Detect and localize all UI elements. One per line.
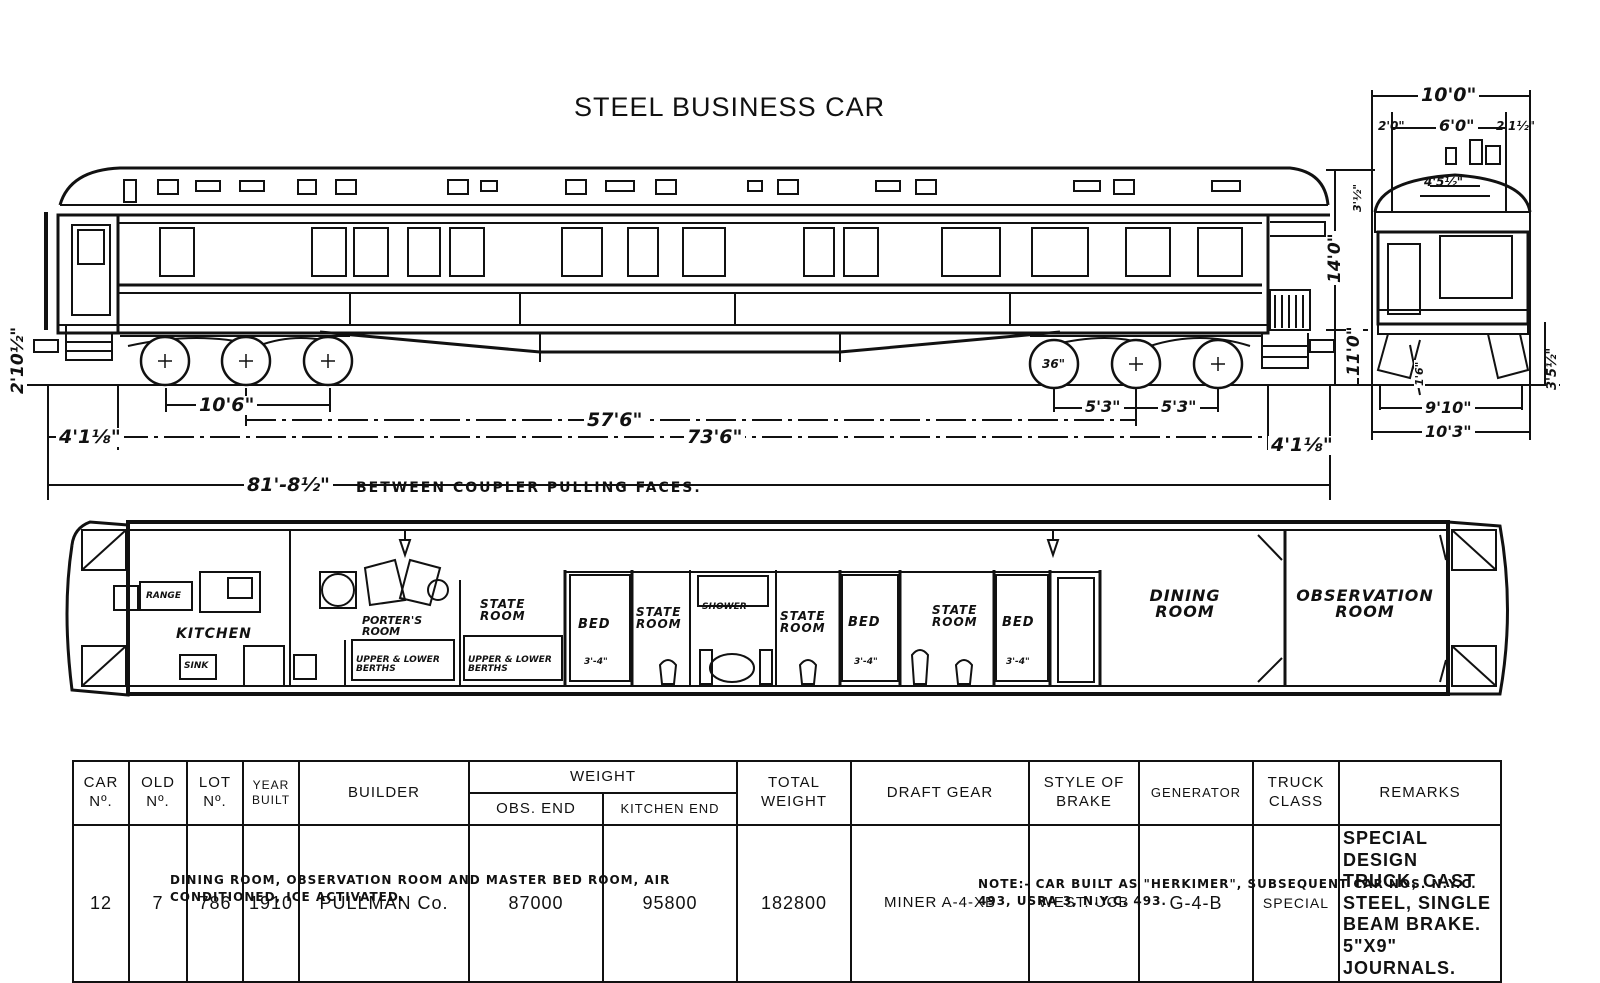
dim-height-roof: 14'0" — [1325, 231, 1345, 285]
th-generator: GENERATOR — [1138, 760, 1254, 826]
end-elevation — [1371, 90, 1546, 440]
td-car-no: 12 — [72, 823, 130, 983]
th-car-no: CAR Nº. — [72, 760, 130, 826]
label-state-room-1: STATE ROOM — [480, 597, 526, 623]
dim-end-left: 4'1⅛" — [56, 428, 124, 447]
th-obs-end: OBS. END — [468, 792, 604, 826]
dim-end-width-a: 2'0" — [1378, 119, 1405, 133]
label-kitchen: KITCHEN — [176, 626, 252, 642]
dim-end-right: 4'1⅛" — [1268, 436, 1336, 455]
dim-truck-wheelbase: 10'6" — [196, 396, 258, 415]
label-state-room-2: STATE ROOM — [636, 605, 682, 631]
dim-end-width-c: 9'10" — [1422, 400, 1475, 416]
label-bed-2: BED — [848, 615, 881, 630]
label-sink: SINK — [184, 661, 209, 671]
dim-overall: 81'-8½" — [244, 476, 333, 495]
dim-truck-centers: 57'6" — [584, 411, 646, 430]
dim-overall-note: BETWEEN COUPLER PULLING FACES. — [356, 480, 702, 496]
label-range: RANGE — [146, 591, 181, 601]
th-builder: BUILDER — [298, 760, 470, 826]
dim-end-width-b: 2'1½" — [1496, 119, 1536, 133]
th-truck: TRUCK CLASS — [1252, 760, 1340, 826]
floor-plan — [65, 520, 1509, 697]
th-kitchen-end: KITCHEN END — [602, 792, 738, 826]
label-bed-1: BED — [578, 617, 611, 632]
dim-end-roof-b: 3'½" — [1351, 181, 1364, 214]
dim-end-width-mid: 6'0" — [1436, 118, 1478, 134]
dim-end-width-top: 10'0" — [1418, 86, 1480, 105]
dim-height-rail: 11'0" — [1344, 324, 1364, 378]
label-bed-3: BED — [1002, 615, 1035, 630]
th-lot-no: LOT Nº. — [186, 760, 244, 826]
th-old-no: OLD Nº. — [128, 760, 188, 826]
label-bed-size-3: 3'-4" — [1006, 657, 1030, 667]
label-dining-room: DINING ROOM — [1149, 586, 1221, 621]
label-upper-berth-1: UPPER & LOWER BERTHS — [356, 655, 440, 674]
th-brake: STYLE OF BRAKE — [1028, 760, 1140, 826]
th-total-weight: TOTAL WEIGHT — [736, 760, 852, 826]
label-state-room-3: STATE ROOM — [780, 609, 826, 635]
label-bed-size-2: 3'-4" — [854, 657, 878, 667]
wheel — [1028, 338, 1080, 390]
label-porters-room: PORTER'S ROOM — [362, 614, 423, 638]
label-shower: SHOWER — [702, 602, 747, 612]
label-state-room-4: STATE ROOM — [932, 603, 978, 629]
th-remarks: REMARKS — [1338, 760, 1502, 826]
dim-end-step: 3'5½" — [1545, 345, 1560, 392]
dim-coupler-height: 2'10½" — [8, 324, 28, 396]
dim-end-width-d: 10'3" — [1422, 424, 1475, 440]
dim-axle-a: 5'3" — [1082, 399, 1124, 415]
label-bed-size-1: 3'-4" — [584, 657, 608, 667]
dim-end-roof-a: 4'5½" — [1424, 175, 1464, 189]
label-observation-room: OBSERVATION ROOM — [1296, 586, 1434, 621]
td-total-weight: 182800 — [736, 823, 852, 983]
dim-body-length: 73'6" — [684, 428, 746, 447]
th-year-built: YEAR BUILT — [242, 760, 300, 826]
drawing-title: STEEL BUSINESS CAR — [574, 92, 886, 122]
dim-end-clear: 1'6" — [1413, 359, 1426, 388]
th-draft-gear: DRAFT GEAR — [850, 760, 1030, 826]
dim-wheel-dia: 36" — [1042, 357, 1065, 371]
note-right: NOTE:- CAR BUILT AS "HERKIMER", SUBSEQUE… — [978, 877, 1477, 908]
dim-axle-b: 5'3" — [1158, 399, 1200, 415]
label-upper-berth-2: UPPER & LOWER BERTHS — [468, 655, 552, 674]
th-weight: WEIGHT — [468, 760, 738, 794]
note-left: DINING ROOM, OBSERVATION ROOM AND MASTER… — [170, 873, 671, 904]
td-remarks: SPECIAL DESIGN TRUCK, CAST STEEL, SINGLE… — [1338, 823, 1502, 983]
